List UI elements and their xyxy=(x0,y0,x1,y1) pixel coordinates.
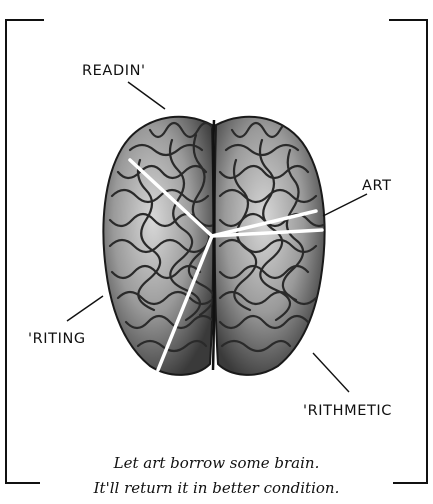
caption-line-1: Let art borrow some brain. xyxy=(0,454,433,472)
label-writing: 'RITING xyxy=(28,331,86,347)
leader-art xyxy=(323,194,367,216)
bracket-top-left xyxy=(6,20,44,483)
label-reading: READIN' xyxy=(82,63,146,79)
caption-line-2: It'll return it in better condition. xyxy=(0,479,433,497)
bracket-top-right xyxy=(389,20,427,483)
brain-illustration xyxy=(103,117,330,375)
leader-arithmetic xyxy=(313,353,349,392)
brain-central-fissure xyxy=(213,120,214,370)
label-art: ART xyxy=(362,178,392,194)
leader-writing xyxy=(67,296,103,321)
label-arithmetic: 'RITHMETIC xyxy=(303,403,392,419)
leader-reading xyxy=(128,82,165,109)
